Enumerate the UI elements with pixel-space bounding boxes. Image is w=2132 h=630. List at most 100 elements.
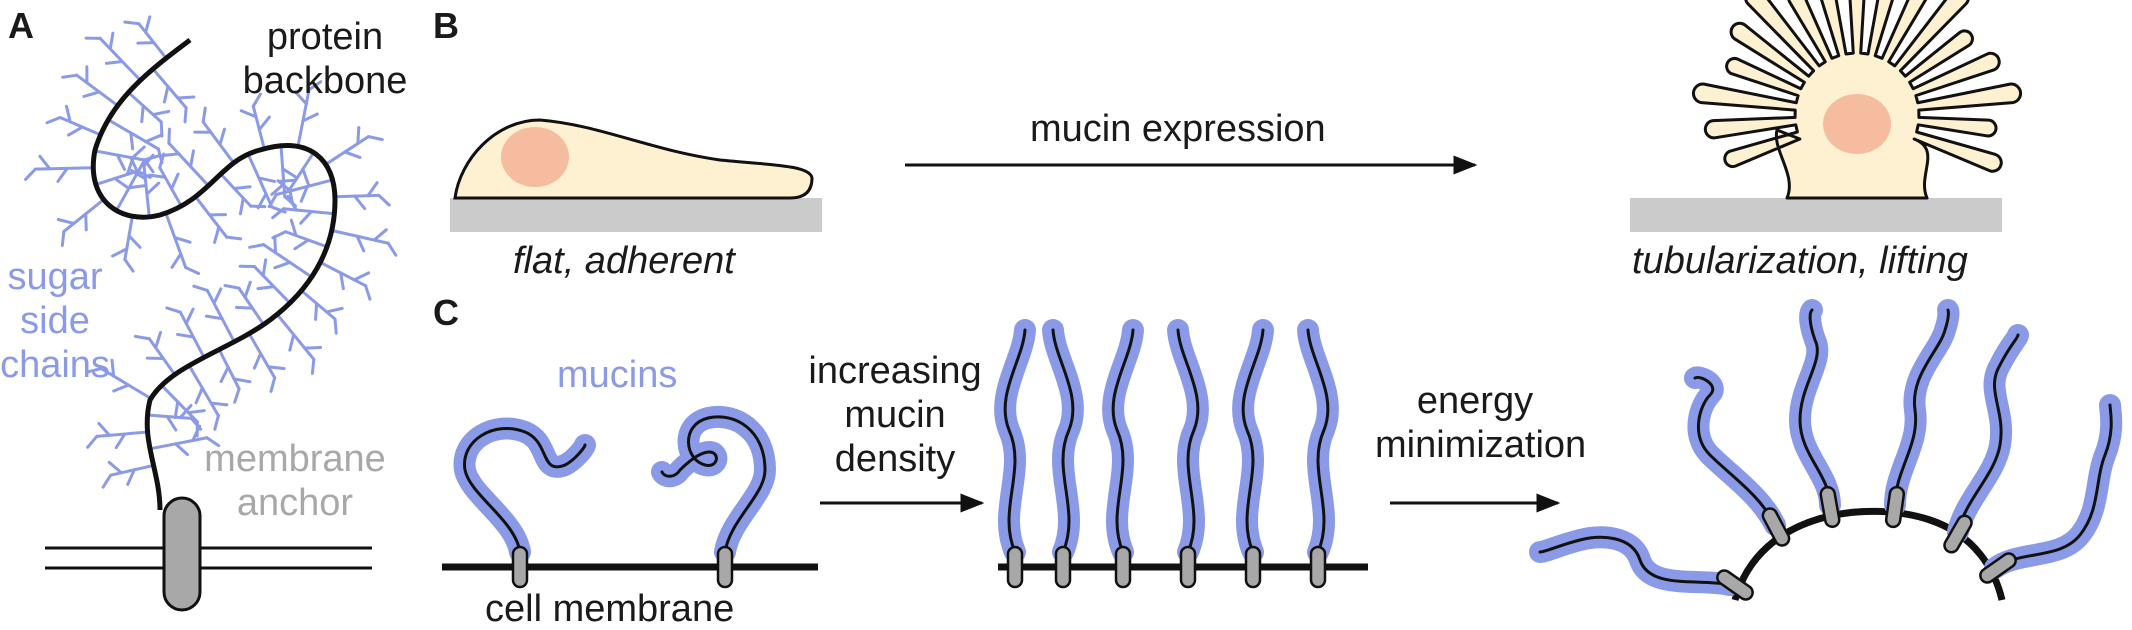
sugar-chain [35,168,93,169]
sugar-branch [194,286,208,290]
sugar-branch [149,175,165,177]
sugar-branch [172,254,181,267]
sugar-chain [249,334,275,378]
sugar-branch [156,332,161,347]
sugar-branch [47,117,60,122]
sugar-branch [63,75,77,77]
sugar-branch [358,128,359,144]
nucleus-right [1823,94,1891,154]
sugar-branch [103,475,111,487]
sugar-branch [169,129,170,143]
sugar-branch [164,86,167,102]
sugar-branch [176,444,188,455]
sugar-branch [227,237,241,239]
mucin-anchor [1116,547,1130,587]
sugar-branch [161,122,162,136]
sugar-branch [99,423,110,435]
sugar-branch [191,151,194,167]
sugar-branch [263,260,265,276]
sugar-branch [153,111,169,114]
sugar-branch [220,129,225,144]
sugar-branch [235,389,239,402]
sugar-branch [316,303,317,319]
sugar-branch [58,168,67,181]
mucin-molecules [465,310,2112,585]
sugar-branch [203,108,205,122]
sugar-branch [40,156,50,169]
nucleus-left [501,127,569,187]
sugar-branch [221,367,228,381]
sugar-chain [77,75,118,105]
sugar-branch [146,135,161,141]
sugar-branch [368,183,377,196]
backbone-label: protein backbone [230,18,420,100]
mucin-anchor [1942,513,1974,555]
sugar-branch [268,367,284,369]
mucin-anchor [1311,547,1325,587]
sugar-branch [146,17,150,32]
mucin-glycan-coat [662,417,765,552]
panel-a-label: A [8,8,34,44]
cell-membrane-label: cell membrane [485,590,734,628]
sugar-branch [186,268,199,274]
sugar-branch [185,108,186,122]
sugar-branch [335,319,336,333]
sugar-branch [254,353,260,368]
sugar-branch [129,186,145,188]
sugar-chain [128,92,161,121]
sugar-branch [147,183,159,194]
increasing-density-label: increasing mucin density [790,352,1000,478]
panel-c-label: C [433,295,459,331]
sugar-branch [142,106,143,122]
sugar-branch [214,289,221,303]
sugar-branch [84,92,99,97]
mucin-anchor [1246,547,1260,587]
sugar-chain [153,69,186,108]
energy-minimization-label: energy minimization [1375,382,1575,464]
sugar-branch [275,237,276,253]
sugar-branch [305,347,321,348]
sugar-branch [327,308,343,312]
sugar-branch [132,147,144,158]
sugar-branch [86,214,87,230]
sugar-branch [115,178,128,187]
membrane-anchor [164,498,200,610]
sugar-branch [245,282,250,297]
sugar-branch [163,154,179,156]
sugar-branch [271,378,275,392]
sugar-branch [196,388,202,403]
sugar-branch [355,196,365,209]
sugar-chain [254,266,290,303]
sugar-chain [221,174,251,206]
sugar-branch [125,22,139,24]
sugar-branch [109,462,121,472]
sugar-branch [280,180,296,181]
sugar-branch [88,436,97,447]
sugar-chain [326,137,369,165]
sugar-branch [303,169,308,184]
sugar-branch [240,198,243,214]
substrate-left [450,198,822,232]
sugar-branch [135,336,149,338]
sugar-chain [286,232,327,247]
membrane-anchor-label: membrane anchor [200,440,390,522]
sugar-chain [264,245,312,277]
sugar-branch [275,262,290,267]
mucin-glycan-coat [465,428,585,552]
sugar-branch [110,33,113,49]
sugar-branch [290,335,294,351]
panel-c-diagram [442,310,2111,602]
mucin-anchor [513,547,527,587]
sugar-branch [295,240,308,249]
sugar-branch [114,385,129,391]
sugar-branch [178,97,194,98]
sugar-chain [203,122,233,163]
mucin-glycan-coat [1995,405,2111,568]
flat-adherent-caption: flat, adherent [513,242,735,280]
sugar-branch [379,195,389,205]
mucin-anchor [718,547,732,587]
mucin-anchor [1181,547,1195,587]
panel-b-label: B [433,8,459,44]
sugar-branch [388,243,396,255]
sugar-branch [236,307,252,308]
